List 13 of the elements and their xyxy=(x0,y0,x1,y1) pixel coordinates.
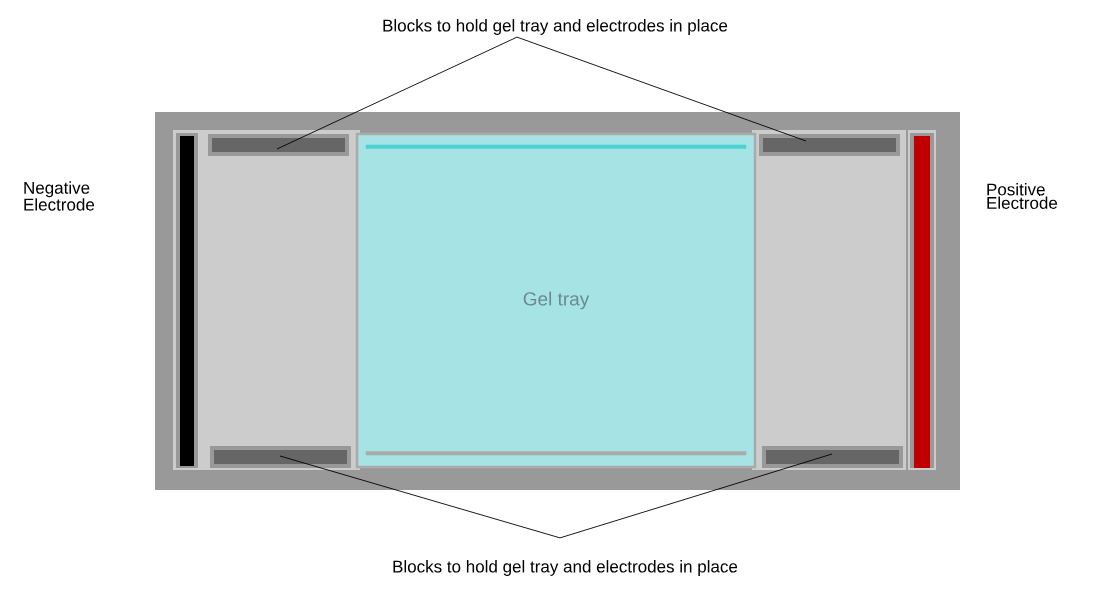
electrode-label: Positive Electrode xyxy=(987,183,1058,209)
leader-line xyxy=(516,36,807,142)
leader-line xyxy=(279,455,561,539)
callout-text: Blocks to hold gel tray and electrodes in place xyxy=(393,560,738,576)
gel-tray: Gel tray xyxy=(355,132,757,469)
holding-block xyxy=(210,446,351,468)
holding-block xyxy=(762,446,903,468)
leader-line xyxy=(559,453,833,539)
callout-text: Blocks to hold gel tray and electrodes in place xyxy=(383,19,728,35)
holding-block xyxy=(759,134,900,156)
holding-block xyxy=(208,134,349,156)
leader-line xyxy=(276,36,518,150)
electrode-label: Negative Electrode xyxy=(24,181,95,211)
